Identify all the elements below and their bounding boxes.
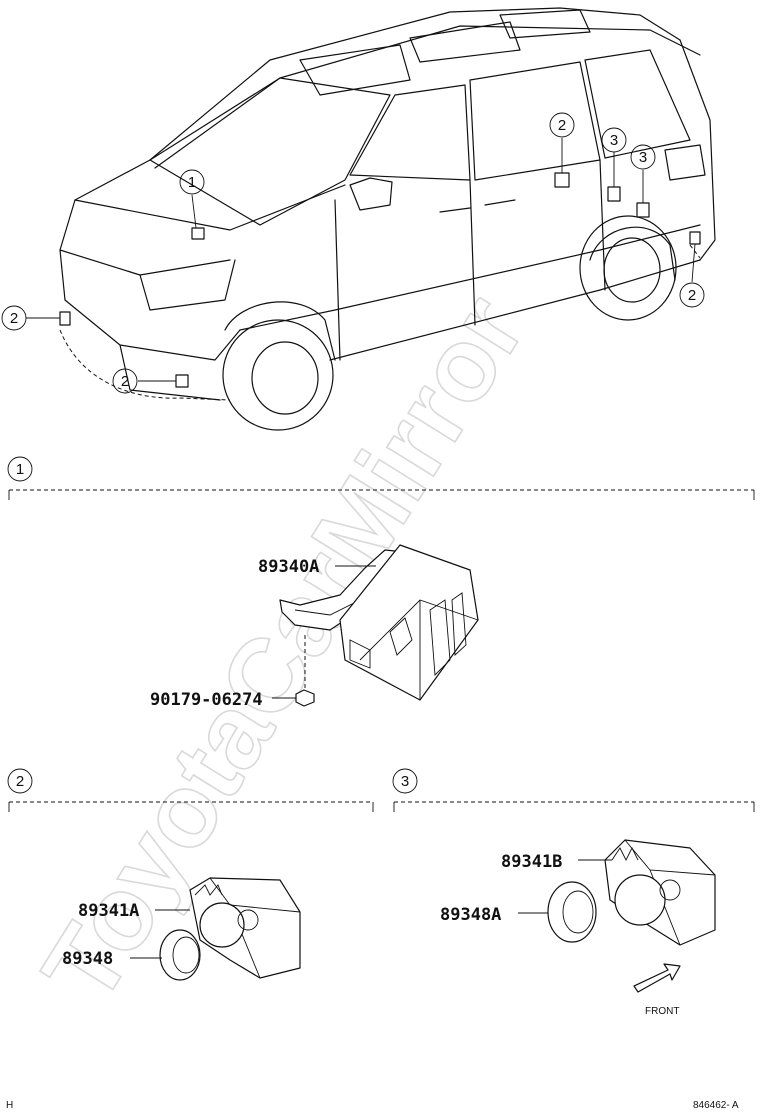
callout-3-b: 3	[630, 144, 656, 170]
part-label-sensor-b: 89341B	[501, 852, 562, 872]
svg-text:1: 1	[188, 174, 196, 191]
part-label-nut: 90179-06274	[150, 690, 263, 710]
front-label: FRONT	[645, 1006, 679, 1017]
svg-text:3: 3	[610, 132, 618, 149]
svg-text:3: 3	[401, 773, 409, 790]
sensor-2-illustration	[130, 877, 301, 981]
section-3-header: 3	[392, 768, 755, 812]
vehicle-illustration	[26, 7, 716, 431]
diagram-code: 846462- A	[693, 1100, 739, 1111]
svg-text:2: 2	[16, 773, 24, 790]
sensor-3-illustration	[518, 839, 716, 993]
part-label-ecu: 89340A	[258, 557, 319, 577]
part-label-retainer: 89348	[62, 949, 113, 969]
callout-2-front-low: 2	[112, 368, 138, 394]
corner-mark: H	[6, 1100, 13, 1111]
svg-text:2: 2	[121, 373, 129, 390]
svg-text:2: 2	[10, 310, 18, 327]
svg-text:3: 3	[639, 149, 647, 166]
ecu-module	[272, 544, 479, 707]
callout-1-vehicle: 1	[179, 169, 205, 195]
callout-2-rear: 2	[679, 282, 705, 308]
svg-text:1: 1	[16, 461, 24, 478]
section-1-header: 1	[7, 456, 755, 500]
part-label-retainer-a: 89348A	[440, 905, 501, 925]
callout-3-a: 3	[601, 127, 627, 153]
section-2-header: 2	[7, 768, 374, 812]
part-label-sensor-a: 89341A	[78, 901, 139, 921]
callout-2-roof: 2	[549, 112, 575, 138]
svg-text:2: 2	[688, 287, 696, 304]
svg-text:2: 2	[558, 117, 566, 134]
callout-2-front-left: 2	[1, 305, 27, 331]
